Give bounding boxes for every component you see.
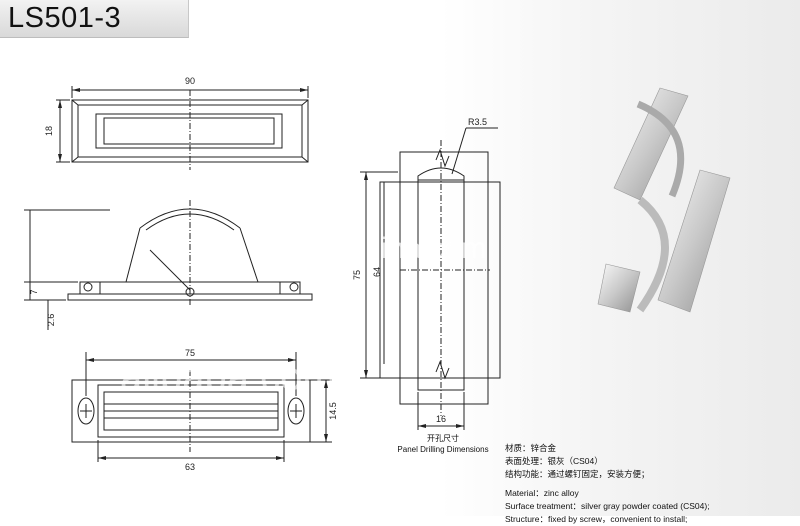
watermark-secondary: alibaba.com: [120, 355, 336, 399]
spec-en-surface: Surface treatment：silver gray powder coa…: [505, 501, 710, 511]
product-code-title: LS501-3: [8, 2, 122, 34]
dim-bottom-width-outer: 63: [185, 462, 195, 472]
panel-drilling-label: 开孔尺寸 Panel Drilling Dimensions: [383, 433, 503, 455]
dim-side-base: 2.6: [46, 314, 56, 327]
spec-en-material: Material：zinc alloy: [505, 488, 579, 498]
dim-panel-height-outer: 75: [352, 270, 362, 280]
panel-label-cn: 开孔尺寸: [427, 434, 459, 443]
dim-radius: R3.5: [468, 117, 487, 127]
dim-top-height: 18: [44, 126, 54, 136]
dim-bottom-height: 14.5: [328, 402, 338, 420]
panel-label-en: Panel Drilling Dimensions: [397, 445, 489, 454]
dim-side-height: 7: [29, 289, 39, 294]
spec-cn-structure: 结构功能：通过螺钉固定，安装方便；: [505, 469, 650, 479]
side-view: [24, 200, 313, 330]
bottom-view: [71, 352, 332, 462]
spec-block: 材质：锌合金 表面处理：银灰（CS04） 结构功能：通过螺钉固定，安装方便； M…: [505, 442, 710, 526]
top-view: [56, 86, 309, 170]
product-photo: [597, 87, 731, 313]
dim-bottom-width-inner: 75: [185, 348, 195, 358]
dim-panel-height-inner: 64: [372, 267, 382, 277]
dim-top-width: 90: [185, 76, 195, 86]
panel-drilling-view: [360, 127, 501, 430]
spec-cn-surface: 表面处理：银灰（CS04）: [505, 456, 603, 466]
watermark-primary: en.china.com: [308, 232, 486, 265]
spec-en-structure: Structure：fixed by screw，convenient to i…: [505, 514, 688, 524]
title-banner: LS501-3: [0, 0, 189, 38]
dimension-arrows: [58, 88, 464, 460]
spec-cn-material: 材质：锌合金: [505, 443, 557, 453]
dim-panel-width: 16: [436, 414, 446, 424]
